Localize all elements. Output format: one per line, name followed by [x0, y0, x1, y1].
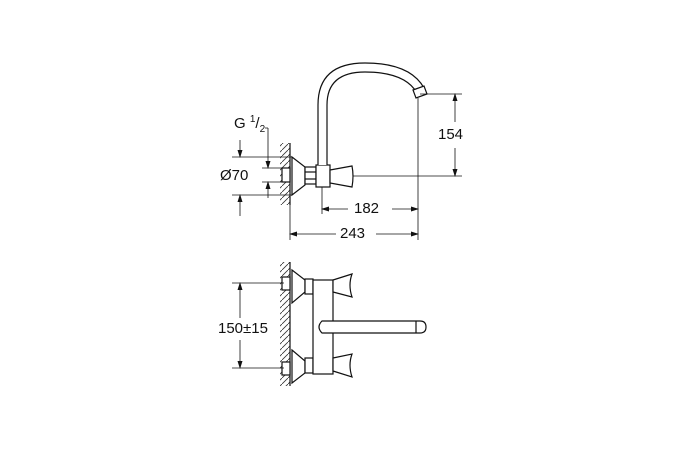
swivel-spout — [318, 320, 427, 334]
side-view — [280, 62, 428, 205]
dimension-lines-bottom — [232, 282, 284, 369]
top-view — [280, 262, 427, 386]
inlet-connector-lower — [281, 361, 291, 376]
nut — [304, 166, 317, 185]
dim-height-label: 154 — [438, 126, 464, 143]
valve-body — [315, 164, 331, 188]
thread-numerator: 1 — [249, 114, 256, 125]
escutcheon-lower — [291, 348, 306, 385]
dim-projection-total-label: 243 — [340, 225, 366, 242]
thread-denominator: 2 — [259, 124, 266, 135]
diameter-label: Ø70 — [220, 167, 249, 184]
thread-letter: G — [234, 115, 246, 132]
thread-label: G 1/2 — [234, 112, 266, 138]
inlet-connector — [281, 167, 291, 183]
handle — [329, 165, 354, 188]
handle-lower — [332, 353, 353, 378]
nut-lower — [304, 357, 314, 374]
spout — [317, 62, 425, 165]
escutcheon — [291, 155, 306, 197]
dim-projection-short-label: 182 — [354, 200, 380, 217]
wall-hatch — [280, 262, 290, 386]
escutcheon-upper — [291, 268, 306, 305]
nut-upper — [304, 278, 314, 295]
dim-center-distance-label: 150±15 — [218, 320, 268, 337]
inlet-connector-upper — [281, 276, 291, 291]
handle-upper — [332, 273, 353, 298]
